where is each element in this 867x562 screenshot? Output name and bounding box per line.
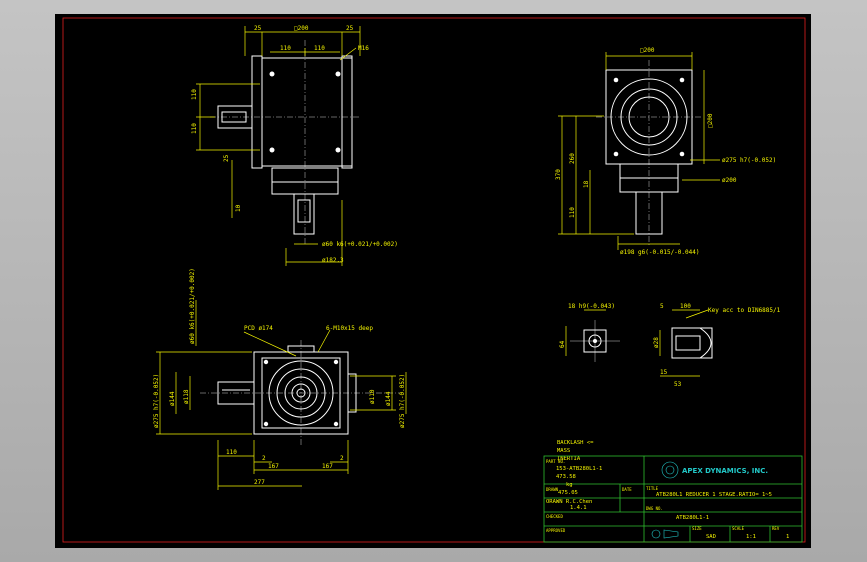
dim-key-gap: 15: [660, 369, 668, 376]
dim-side-shaft: ø198 g6(-0.015/-0.044): [620, 249, 699, 256]
dim-bottom-total: 277: [254, 479, 265, 486]
dim-front-shaft: ø60 k6(+0.021/+0.002): [322, 241, 398, 248]
dim-bottom-167a: 167: [268, 463, 279, 470]
projection-symbol-icon: [651, 529, 661, 539]
dim-front-flange: ø182.3: [322, 257, 344, 264]
dim-side-mid: 18: [583, 180, 590, 188]
note-backlash: BACKLASH <=: [557, 440, 594, 446]
front-output-shaft: [293, 193, 315, 235]
side-view: □200 □200 ø275 h7(-0.052) ø200 370 260 1…: [555, 47, 776, 256]
dim-bottom-left-inner2: ø118: [183, 389, 190, 404]
tb-kg-value: 475.05: [558, 490, 578, 496]
tb-title: ATB280L1 REDUCER 1 STAGE.RATIO= 1~5: [656, 492, 772, 498]
dim-bottom-right-inner2: ø144: [385, 391, 392, 406]
dim-bottom-2b: 2: [340, 455, 344, 462]
dim-bottom-pcd: PCD ø174: [244, 325, 273, 332]
dim-key-shaft: ø28: [653, 337, 660, 348]
tb-date: 1.4.1: [570, 505, 587, 511]
key-details: 18 h9(-0.043) 64 5 100 Key acc to DIN688…: [559, 303, 781, 388]
bolt: [269, 71, 275, 77]
dim-key-len: 53: [674, 381, 682, 388]
tb-date-label: DATE: [622, 487, 632, 492]
drawing-sheet: [55, 14, 811, 548]
dim-key-ref: Key acc to DIN6885/1: [708, 307, 781, 314]
tb-part-no2: 473.58: [556, 474, 576, 480]
dim-front-half-right: 110: [314, 45, 325, 52]
dim-front-left-lower: 110: [191, 123, 198, 134]
dim-side-total: 370: [555, 169, 562, 180]
dim-bottom-left-outer: ø275 h7(-0.052): [153, 374, 160, 428]
tb-size: SAD: [706, 534, 716, 540]
dim-front-left-small: 25: [223, 154, 230, 162]
note-mass: MASS: [557, 448, 570, 454]
notes: BACKLASH <= MASS INERTIA: [557, 440, 594, 462]
tb-dwg-no: ATB280L1-1: [676, 515, 709, 521]
note-inertia: INERTIA: [557, 456, 581, 462]
dim-key-length: 100: [680, 303, 691, 310]
tb-size-label: SIZE: [692, 526, 702, 531]
key-side: [671, 327, 713, 359]
sheet-border: [62, 17, 806, 543]
tb-part-no: 153-ATB280L1-1: [556, 466, 602, 472]
title-block-frame: [543, 455, 803, 543]
tb-company: APEX DYNAMICS, INC.: [682, 467, 768, 475]
dim-front-top-left: 25: [254, 25, 262, 32]
dim-front-thread: M16: [358, 45, 369, 52]
tb-scale: 1:1: [746, 534, 756, 540]
dim-bottom-left-inner: ø144: [169, 391, 176, 406]
front-right-flange: [341, 55, 353, 169]
dim-bottom-holes: 6-M10x15 deep: [326, 325, 373, 332]
bottom-view: PCD ø174 6-M10x15 deep ø60 k6(+0.021/+0.…: [153, 268, 407, 490]
tb-title-label: TITLE: [646, 486, 659, 491]
dim-bottom-left: 110: [226, 449, 237, 456]
dim-bottom-167b: 167: [322, 463, 333, 470]
dim-bottom-right-outer: ø275 h7(-0.052): [399, 374, 406, 428]
company-logo-icon: [661, 461, 679, 479]
dim-bottom-2a: 2: [262, 455, 266, 462]
dim-key-depth: 64: [559, 340, 566, 348]
front-output-key: [297, 199, 311, 223]
front-view: 25 □200 25 110 110 M16 110 110 25 10 ø60…: [191, 25, 398, 266]
dim-front-bottom-side: 10: [235, 204, 242, 212]
tb-scale-label: SCALE: [732, 526, 745, 531]
dim-side-upper: 260: [569, 153, 576, 164]
dim-side-top-square: □200: [640, 47, 655, 54]
tb-approved-label: APPROVED: [546, 528, 566, 533]
dim-front-top-square: □200: [294, 25, 309, 32]
bottom-input-shaft: [217, 381, 255, 405]
dim-bottom-top-shaft: ø60 k6(+0.021/+0.002): [189, 268, 196, 344]
dim-front-left-upper: 110: [191, 89, 198, 100]
dim-key-offset: 5: [660, 303, 664, 310]
dim-side-right-square: □200: [707, 113, 714, 128]
dim-side-lower: 110: [569, 207, 576, 218]
dim-key-width: 18 h9(-0.043): [568, 303, 615, 310]
dim-front-top-right: 25: [346, 25, 354, 32]
tb-rev: 1: [786, 534, 789, 540]
bolt: [335, 147, 341, 153]
title-block: PART NO. 153-ATB280L1-1 473.58 kg 475.05…: [543, 455, 803, 543]
tb-checked-label: CHECKED: [546, 514, 563, 519]
tb-rev-label: REV: [772, 526, 780, 531]
tb-dwg-label: DWG NO.: [646, 506, 663, 511]
tb-drawn-label: DRAWN: [546, 487, 559, 492]
dim-front-half-left: 110: [280, 45, 291, 52]
dim-side-pilot: ø275 h7(-0.052): [722, 157, 776, 164]
bolt: [269, 147, 275, 153]
dim-side-flange: ø200: [722, 177, 737, 184]
dim-bottom-right-inner: ø110: [369, 389, 376, 404]
tb-part-no-label: PART NO.: [546, 459, 565, 464]
bolt: [335, 71, 341, 77]
tb-drawn: ORAWN R.C.Chen: [546, 499, 592, 505]
tb-kg: kg: [566, 482, 573, 488]
